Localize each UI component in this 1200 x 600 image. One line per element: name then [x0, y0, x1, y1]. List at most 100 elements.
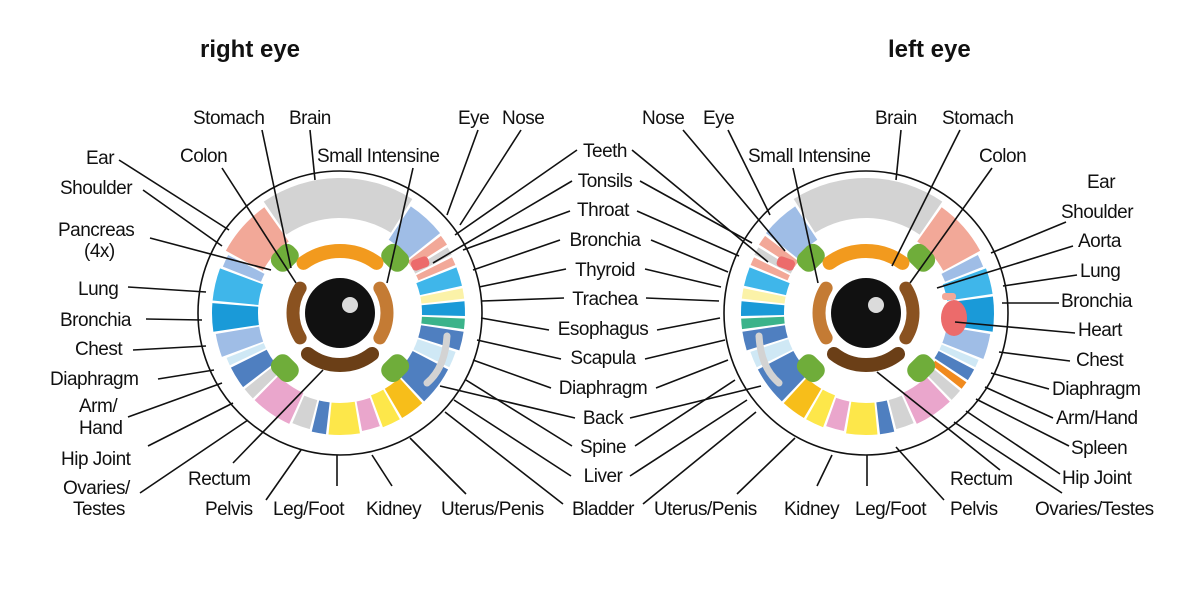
- label-testes: Testes: [73, 499, 125, 520]
- label-ovaries-testes-left: Ovaries/Testes: [1035, 499, 1154, 520]
- colon-zone-right: [373, 281, 394, 345]
- iris-zone-segment: [212, 268, 264, 305]
- label-colon: Colon: [180, 146, 227, 167]
- iris-zone-segment: [416, 267, 462, 296]
- label-scapula: Scapula: [570, 348, 636, 369]
- label-teeth: Teeth: [583, 141, 627, 162]
- iris-zone-segment: [421, 316, 465, 330]
- pancreas-zone: [907, 243, 936, 272]
- label-arm: Arm/: [79, 396, 118, 417]
- label-uterus-penis: Uterus/Penis: [441, 499, 544, 520]
- iris-zone-segment: [926, 367, 961, 400]
- iris-zone-segment: [222, 255, 265, 282]
- label-arm-hand-left: Arm/Hand: [1056, 408, 1138, 429]
- iris-zone-segment: [888, 395, 914, 430]
- colon-zone-bottom: [826, 346, 906, 372]
- pancreas-zone: [796, 243, 825, 272]
- label-kidney: Kidney: [366, 499, 422, 520]
- label-heart: Heart: [1078, 320, 1123, 341]
- label-pancreas: Pancreas: [58, 220, 134, 241]
- label-bladder: Bladder: [572, 499, 635, 520]
- iris-zone-segment: [226, 343, 266, 366]
- colon-zone-bottom: [300, 346, 380, 372]
- iris-zone-segment: [757, 350, 810, 402]
- label-diaphragm-left: Diaphragm: [1052, 379, 1140, 400]
- iris-zone-segment: [384, 377, 423, 419]
- label-throat: Throat: [577, 200, 630, 221]
- iris-zone-segment: [876, 400, 895, 435]
- label-diaphragm: Diaphragm: [50, 369, 138, 390]
- label-liver: Liver: [584, 466, 624, 487]
- label-nose: Nose: [502, 108, 544, 129]
- left-eye-title: left eye: [888, 36, 971, 63]
- iris-zone-segment: [742, 325, 788, 351]
- iris-zone-segment: [744, 267, 790, 296]
- iris-zone-segment: [902, 376, 950, 424]
- nose-zone: [410, 256, 430, 271]
- left-eye-iris: [723, 170, 1009, 456]
- label-ear-left: Ear: [1087, 172, 1116, 193]
- iris-zone-segment: [741, 288, 786, 304]
- label-back: Back: [583, 408, 624, 429]
- pancreas-zone: [907, 354, 936, 383]
- iris-zone-segment: [263, 178, 413, 235]
- iris-zone-segment: [765, 206, 818, 259]
- label-brain: Brain: [289, 108, 331, 129]
- iris-zone-segment: [311, 400, 330, 435]
- iris-zone-segment: [396, 350, 449, 402]
- label-bronchia-left: Bronchia: [1061, 291, 1133, 312]
- label-thyroid: Thyroid: [575, 260, 635, 281]
- iris-zone-segment: [793, 178, 943, 235]
- label-chest: Chest: [75, 339, 123, 360]
- label-nose-left: Nose: [642, 108, 684, 129]
- iris-zone-segment: [741, 316, 785, 330]
- iris-zone-segment: [388, 206, 441, 259]
- pancreas-zone: [381, 243, 410, 272]
- spine-zone: [423, 332, 451, 387]
- left-eye-labels: Nose Eye Brain Stomach Small Intensine C…: [642, 108, 1154, 520]
- colon-zone-right: [899, 281, 920, 345]
- label-spine: Spine: [580, 437, 626, 458]
- iris-zone-segment: [783, 377, 822, 419]
- stomach-zone: [296, 244, 384, 270]
- iris-zone-segment: [934, 350, 975, 381]
- label-eye: Eye: [458, 108, 489, 129]
- label-bronchia: Bronchia: [60, 310, 132, 331]
- leader-lines: [118, 129, 1078, 505]
- right-eye-labels: Stomach Brain Colon Small Intensine Eye …: [50, 108, 545, 520]
- iris-zone-segment: [292, 395, 318, 430]
- label-pelvis-left: Pelvis: [950, 499, 998, 520]
- iris-zone-segment: [215, 326, 264, 357]
- pancreas-zone: [270, 243, 299, 272]
- iris-zone-segment: [420, 288, 465, 304]
- iris-zone-segment: [741, 301, 785, 317]
- iris-zone-segment: [846, 401, 878, 435]
- center-labels: Teeth Tonsils Throat Bronchia Thyroid Tr…: [558, 141, 649, 520]
- iris-zone-segment: [370, 389, 400, 428]
- iris-zone-segment: [750, 257, 790, 281]
- label-lung-left: Lung: [1080, 261, 1120, 282]
- label-ear: Ear: [86, 148, 115, 169]
- heart-zone: [941, 300, 967, 336]
- iris-zone-segment: [939, 344, 979, 368]
- colon-zone-left: [812, 281, 833, 345]
- spine-zone: [755, 332, 783, 387]
- label-hip-joint-left: Hip Joint: [1062, 468, 1133, 489]
- iris-zone-segment: [942, 268, 993, 301]
- iris-zone-segment: [254, 375, 304, 424]
- label-ovaries: Ovaries/: [63, 478, 131, 499]
- pupil: [831, 278, 901, 348]
- label-pelvis: Pelvis: [205, 499, 253, 520]
- label-trachea: Trachea: [572, 289, 638, 310]
- pupil-highlight: [342, 297, 358, 313]
- label-diaphragm-center: Diaphragm: [559, 378, 647, 399]
- pancreas-zone: [381, 354, 410, 383]
- label-spleen: Spleen: [1071, 438, 1127, 459]
- label-uterus-penis-left: Uterus/Penis: [654, 499, 757, 520]
- iris-zone-segment: [356, 397, 380, 431]
- iris-zone-segment: [244, 367, 278, 399]
- right-eye-iris: [197, 170, 483, 456]
- iris-zone-segment: [328, 401, 360, 435]
- label-shoulder: Shoulder: [60, 178, 133, 199]
